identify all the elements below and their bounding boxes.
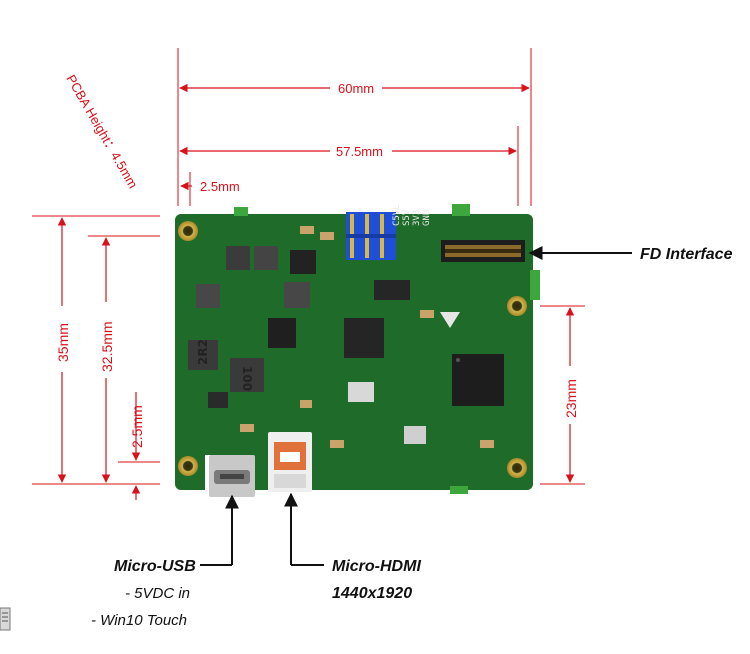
capacitor (480, 440, 494, 448)
edge-connector (450, 486, 468, 494)
width-inner-label: 57.5mm (336, 144, 383, 159)
edge-offset-top-label: 2.5mm (200, 179, 240, 194)
fd-interface-label: FD Interface (640, 246, 733, 263)
micro-hdmi-title: Micro-HDMI (332, 558, 421, 575)
micro-usb-line: - 5VDC in (125, 585, 190, 602)
capacitor (300, 400, 312, 408)
inductor-100: 100 (230, 358, 264, 392)
capacitor (330, 440, 344, 448)
pcba-height-label: PCBA Height：4.5mm (63, 72, 140, 191)
mounting-hole-bottom-left (178, 456, 198, 476)
edge-connector (234, 207, 248, 216)
inductor (284, 282, 310, 308)
micro-hdmi-resolution: 1440x1920 (332, 585, 412, 602)
pin-header (346, 212, 396, 260)
silkscreen-label: 3V3 (412, 210, 422, 226)
width-total-label: 60mm (338, 81, 374, 96)
silkscreen-label: S5V (402, 209, 412, 226)
pcb: C5VL S5V 3V3 GND 2R2 100 (175, 204, 540, 497)
window-icon (0, 607, 11, 631)
micro-usb-port (209, 455, 255, 497)
silkscreen-label: GND (422, 210, 432, 226)
capacitor (240, 424, 254, 432)
mounting-hole-right-lower (507, 458, 527, 478)
micro-usb-line: - Win10 Touch (91, 612, 187, 629)
inductor (254, 246, 278, 270)
capacitor (320, 232, 334, 240)
fd-connector (441, 240, 525, 262)
crystal (348, 382, 374, 402)
ic-chip (268, 318, 296, 348)
inductor-2r2: 2R2 (188, 339, 218, 370)
silkscreen-label: C5VL (392, 204, 402, 226)
logo-mark (440, 312, 460, 328)
height-right-label: 23mm (563, 379, 579, 418)
crystal (404, 426, 426, 444)
callouts: FD Interface Micro-USB - 5VDC in - Win10… (91, 246, 733, 629)
inductor (226, 246, 250, 270)
ic-chip-main (452, 354, 504, 406)
ic-chip (290, 250, 316, 274)
capacitor (300, 226, 314, 234)
micro-usb-title: Micro-USB (114, 558, 196, 575)
mounting-hole-right-upper (507, 296, 527, 316)
inductor-mark: 100 (240, 366, 254, 391)
ic-chip (344, 318, 384, 358)
ic-pin1-dot (456, 358, 460, 362)
edge-connector (452, 204, 470, 216)
ic-chip (374, 280, 410, 300)
height-total-label: 35mm (55, 323, 71, 362)
inductor-mark: 2R2 (196, 339, 210, 365)
inductor (196, 284, 220, 308)
edge-offset-left-label: 2.5mm (129, 405, 145, 448)
micro-hdmi-port (268, 432, 312, 492)
height-inner-label: 32.5mm (99, 321, 115, 372)
edge-connector (530, 270, 540, 300)
mounting-hole-top-left (178, 221, 198, 241)
capacitor (420, 310, 434, 318)
ic-chip (208, 392, 228, 408)
